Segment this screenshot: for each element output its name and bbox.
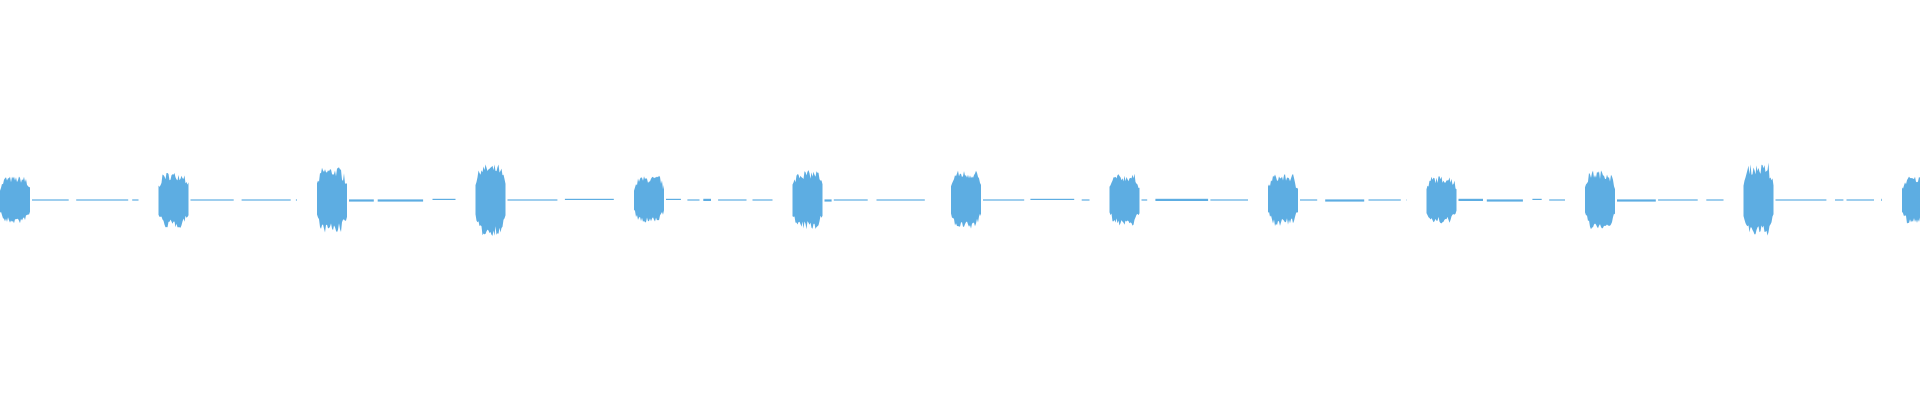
silence-segment <box>1617 199 1656 202</box>
burst-envelope <box>792 170 823 230</box>
waveform-burst <box>1902 176 1920 224</box>
burst-envelope <box>1585 170 1615 230</box>
silence-segment <box>564 198 614 200</box>
silence-segment <box>1532 198 1542 200</box>
silence-segment <box>1775 199 1827 201</box>
silence-segment <box>1141 199 1148 201</box>
burst-envelope <box>1743 162 1774 236</box>
silence-segment <box>1881 198 1882 201</box>
silence-segment <box>1549 199 1565 201</box>
silence-segment <box>718 199 747 201</box>
silence-segment <box>824 199 832 202</box>
burst-envelope <box>1426 176 1457 224</box>
silence-segment <box>1658 199 1698 201</box>
waveform-burst <box>317 167 456 233</box>
waveform-burst <box>475 164 614 236</box>
silence-segment <box>1835 199 1844 201</box>
silence-segment <box>132 199 139 201</box>
waveform-burst <box>0 176 139 224</box>
burst-envelope <box>1268 173 1298 226</box>
silence-segment <box>1325 199 1365 202</box>
silence-segment <box>1030 198 1075 200</box>
burst-envelope <box>1109 173 1140 226</box>
silence-segment <box>241 199 291 201</box>
silence-segment <box>687 199 700 201</box>
silence-segment <box>432 198 456 200</box>
silence-segment <box>32 199 69 201</box>
silence-segment <box>1846 199 1874 201</box>
silence-segment <box>1458 198 1483 201</box>
silence-segment <box>190 199 234 201</box>
silence-segment <box>876 199 925 201</box>
silence-segment <box>833 199 868 201</box>
burst-envelope <box>475 164 506 236</box>
burst-envelope <box>951 170 981 229</box>
waveform-burst <box>1743 162 1882 236</box>
burst-envelope <box>0 176 30 224</box>
silence-segment <box>1210 199 1248 201</box>
waveform-burst <box>792 170 925 230</box>
waveform-burst <box>1426 176 1565 224</box>
burst-envelope <box>158 173 189 228</box>
waveform-burst <box>634 175 773 223</box>
silence-segment <box>507 199 558 201</box>
waveform-burst <box>1268 173 1407 226</box>
waveform-burst <box>1585 170 1724 230</box>
silence-segment <box>377 199 424 202</box>
burst-envelope <box>634 175 664 223</box>
silence-segment <box>703 198 711 201</box>
silence-segment <box>76 199 129 201</box>
silence-segment <box>983 199 1025 201</box>
burst-envelope <box>1902 176 1920 224</box>
silence-segment <box>295 199 297 201</box>
waveform-burst <box>1109 173 1248 226</box>
silence-segment <box>666 198 681 200</box>
silence-segment <box>1368 199 1401 201</box>
silence-segment <box>1706 199 1724 201</box>
silence-segment <box>1486 199 1523 202</box>
silence-segment <box>752 199 773 201</box>
silence-segment <box>349 199 374 202</box>
silence-segment <box>1300 199 1318 201</box>
burst-envelope <box>317 167 347 233</box>
waveform-burst <box>158 173 297 228</box>
silence-segment <box>1081 199 1090 201</box>
silence-segment <box>1155 198 1209 201</box>
waveform-burst <box>951 170 1090 229</box>
